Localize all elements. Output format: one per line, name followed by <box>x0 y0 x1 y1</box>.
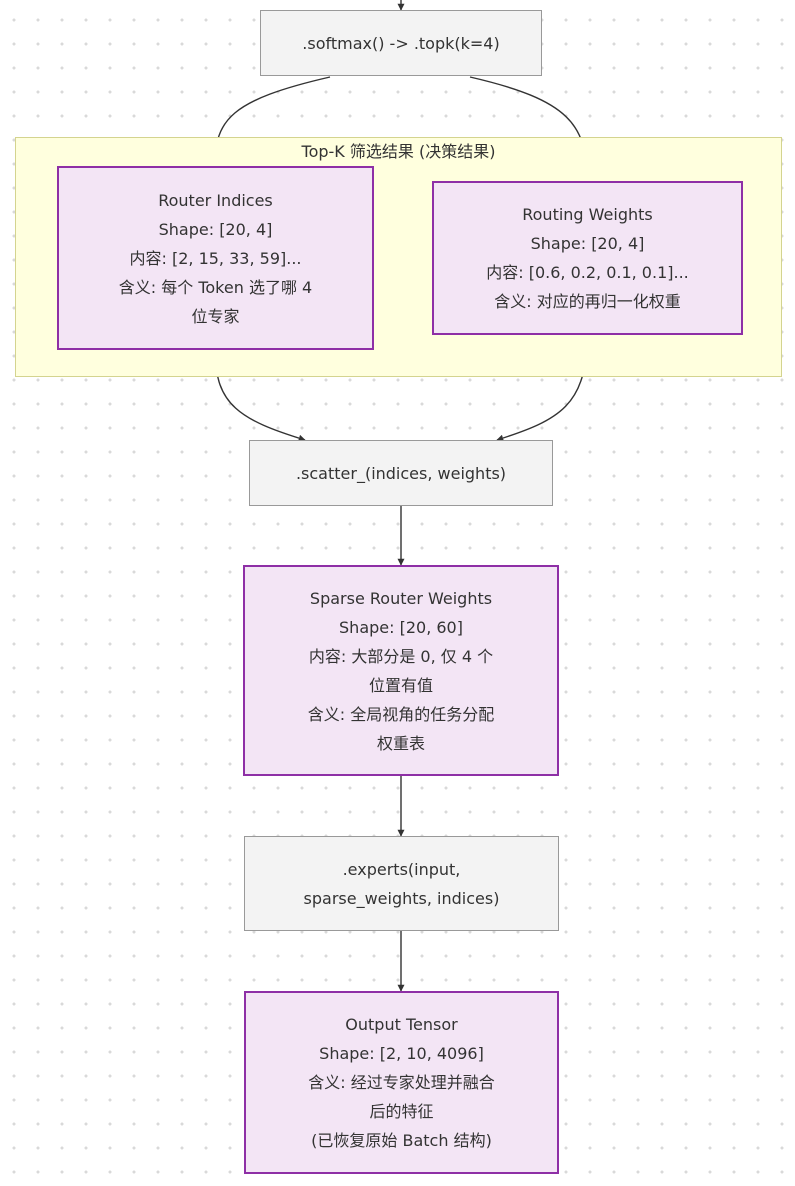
node-title: Sparse Router Weights <box>309 588 493 608</box>
node-title: Routing Weights <box>522 205 653 224</box>
scatter-node[interactable]: .scatter_(indices, weights) <box>249 440 553 506</box>
node-meaning-cont: 位专家 <box>191 306 240 326</box>
output-tensor-node[interactable]: Output Tensor Shape: [2, 10, 4096] 含义: 经… <box>244 991 559 1174</box>
experts-node[interactable]: .experts(input, sparse_weights, indices) <box>244 836 559 931</box>
node-shape: Shape: [20, 4] <box>158 219 273 239</box>
node-title: Output Tensor <box>345 1015 458 1034</box>
node-meaning: 含义: 每个 Token 选了哪 4 <box>118 277 313 297</box>
node-title: Router Indices <box>158 190 273 210</box>
cluster-title: Top-K 筛选结果 (决策结果) <box>301 142 496 161</box>
node-meaning-cont: 后的特征 <box>369 1102 434 1121</box>
routing-weights-node[interactable]: Routing Weights Shape: [20, 4] 内容: [0.6,… <box>432 181 743 335</box>
node-meaning: 含义: 经过专家处理并融合 <box>308 1073 495 1092</box>
router-indices-node[interactable]: Router Indices Shape: [20, 4] 内容: [2, 15… <box>57 166 374 350</box>
softmax-topk-node[interactable]: .softmax() -> .topk(k=4) <box>260 10 542 76</box>
node-label: .scatter_(indices, weights) <box>295 463 507 483</box>
node-meaning: 含义: 全局视角的任务分配 <box>307 704 495 724</box>
node-meaning-cont: 权重表 <box>376 733 425 753</box>
node-content: 内容: [0.6, 0.2, 0.1, 0.1]... <box>486 263 689 282</box>
node-meaning: 含义: 对应的再归一化权重 <box>494 292 681 311</box>
sparse-router-weights-node[interactable]: Sparse Router Weights Shape: [20, 60] 内容… <box>243 565 559 776</box>
node-shape: Shape: [20, 60] <box>339 617 463 637</box>
node-note: (已恢复原始 Batch 结构) <box>311 1131 492 1150</box>
node-shape: Shape: [20, 4] <box>530 234 645 253</box>
node-label: .experts(input, <box>342 859 461 879</box>
node-content-cont: 位置有值 <box>368 675 433 695</box>
node-label: .softmax() -> .topk(k=4) <box>302 33 500 53</box>
node-content: 内容: 大部分是 0, 仅 4 个 <box>308 646 494 666</box>
node-shape: Shape: [2, 10, 4096] <box>319 1044 484 1063</box>
node-content: 内容: [2, 15, 33, 59]... <box>129 248 302 268</box>
node-label-cont: sparse_weights, indices) <box>303 888 500 908</box>
